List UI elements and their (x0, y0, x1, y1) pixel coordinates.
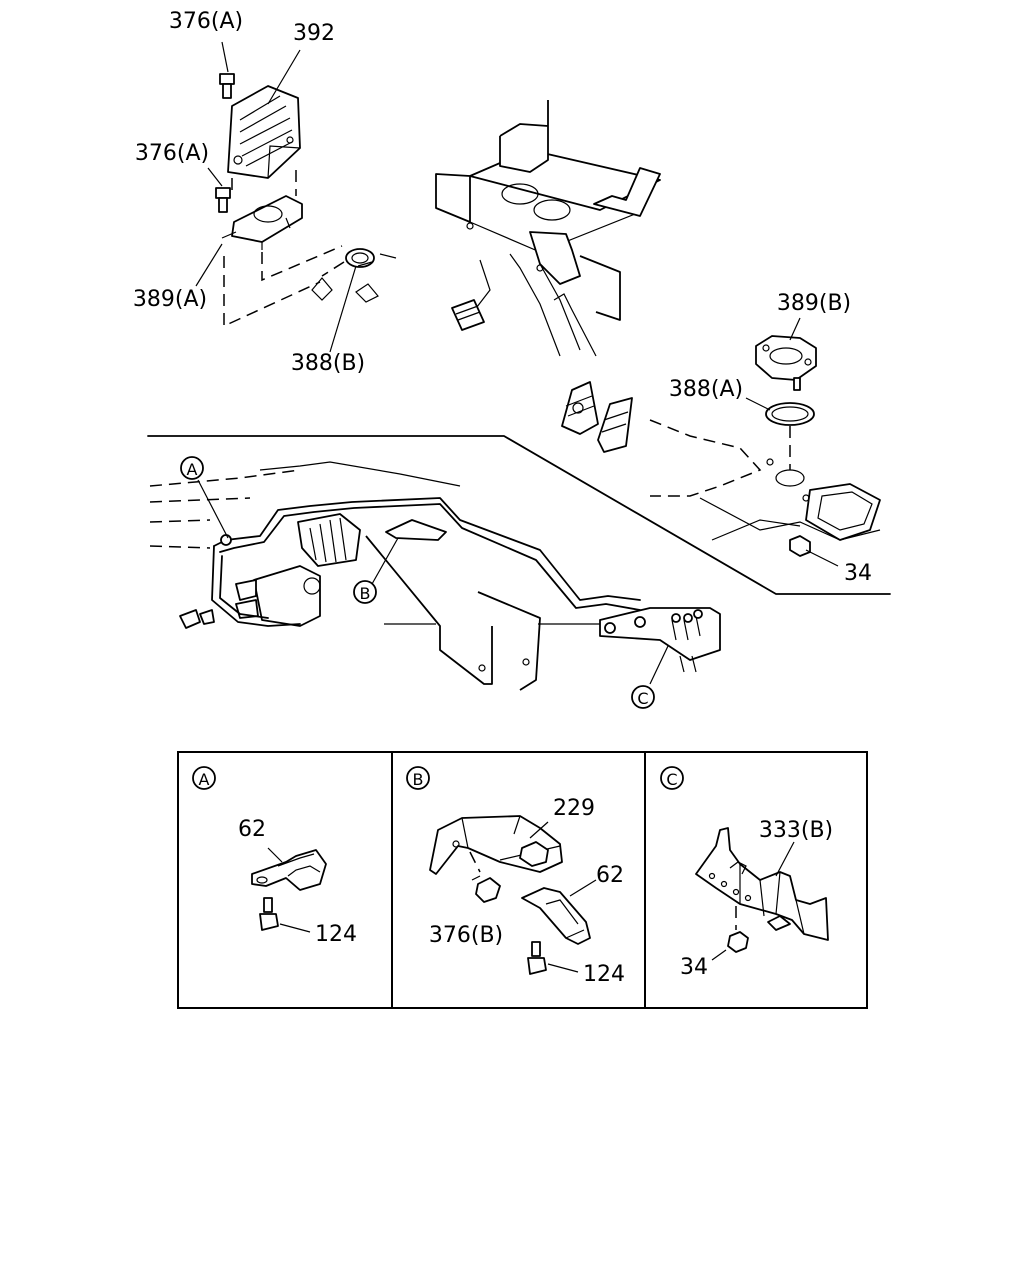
bolt-376a-mid (215, 187, 231, 213)
callout-389a: 389(A) (133, 287, 207, 312)
detail-b-callout-124: 124 (583, 962, 625, 987)
detail-a: A 62 124 (192, 766, 357, 947)
circle-label-a-text: A (187, 460, 198, 479)
callout-389b: 389(B) (777, 291, 851, 316)
detail-b-letter: B (413, 770, 424, 789)
callout-376a-top: 376(A) (169, 9, 243, 34)
detail-a-callout-62: 62 (238, 817, 266, 842)
callout-34-main: 34 (844, 561, 872, 586)
circle-label-b: B (353, 580, 377, 604)
detail-panels (177, 751, 868, 1009)
plate-389a (221, 195, 303, 250)
detail-c-letter: C (666, 770, 677, 789)
callout-388b: 388(B) (291, 351, 365, 376)
bracket-392 (227, 85, 301, 179)
brake-piping-layout (149, 461, 721, 691)
floor-plate-group (745, 317, 817, 470)
detail-b: B 229 62 376(B) 124 (406, 766, 625, 987)
pedal-box-frame (435, 100, 661, 357)
detail-c-callout-34: 34 (680, 955, 708, 980)
callout-376a-mid: 376(A) (135, 141, 209, 166)
seal-388b (345, 248, 375, 268)
detail-b-callout-376b: 376(B) (429, 923, 503, 948)
pedal-bracket-assembly (195, 41, 397, 353)
bolt-376a-top (219, 73, 235, 99)
detail-c-callout-333b: 333(B) (759, 818, 833, 843)
detail-a-callout-124: 124 (315, 922, 357, 947)
circle-label-a: A (180, 456, 204, 480)
detail-b-callout-62: 62 (596, 863, 624, 888)
detail-b-callout-229: 229 (553, 796, 595, 821)
callout-392: 392 (293, 21, 335, 46)
detail-a-letter: A (199, 770, 210, 789)
circle-label-b-text: B (360, 584, 371, 603)
pedal-pads (561, 381, 633, 453)
callout-388a: 388(A) (669, 377, 743, 402)
detail-c: C 333(B) 34 (660, 766, 833, 980)
circle-label-c-text: C (637, 689, 648, 708)
circle-label-c: C (631, 685, 655, 709)
floor-section (147, 419, 891, 595)
